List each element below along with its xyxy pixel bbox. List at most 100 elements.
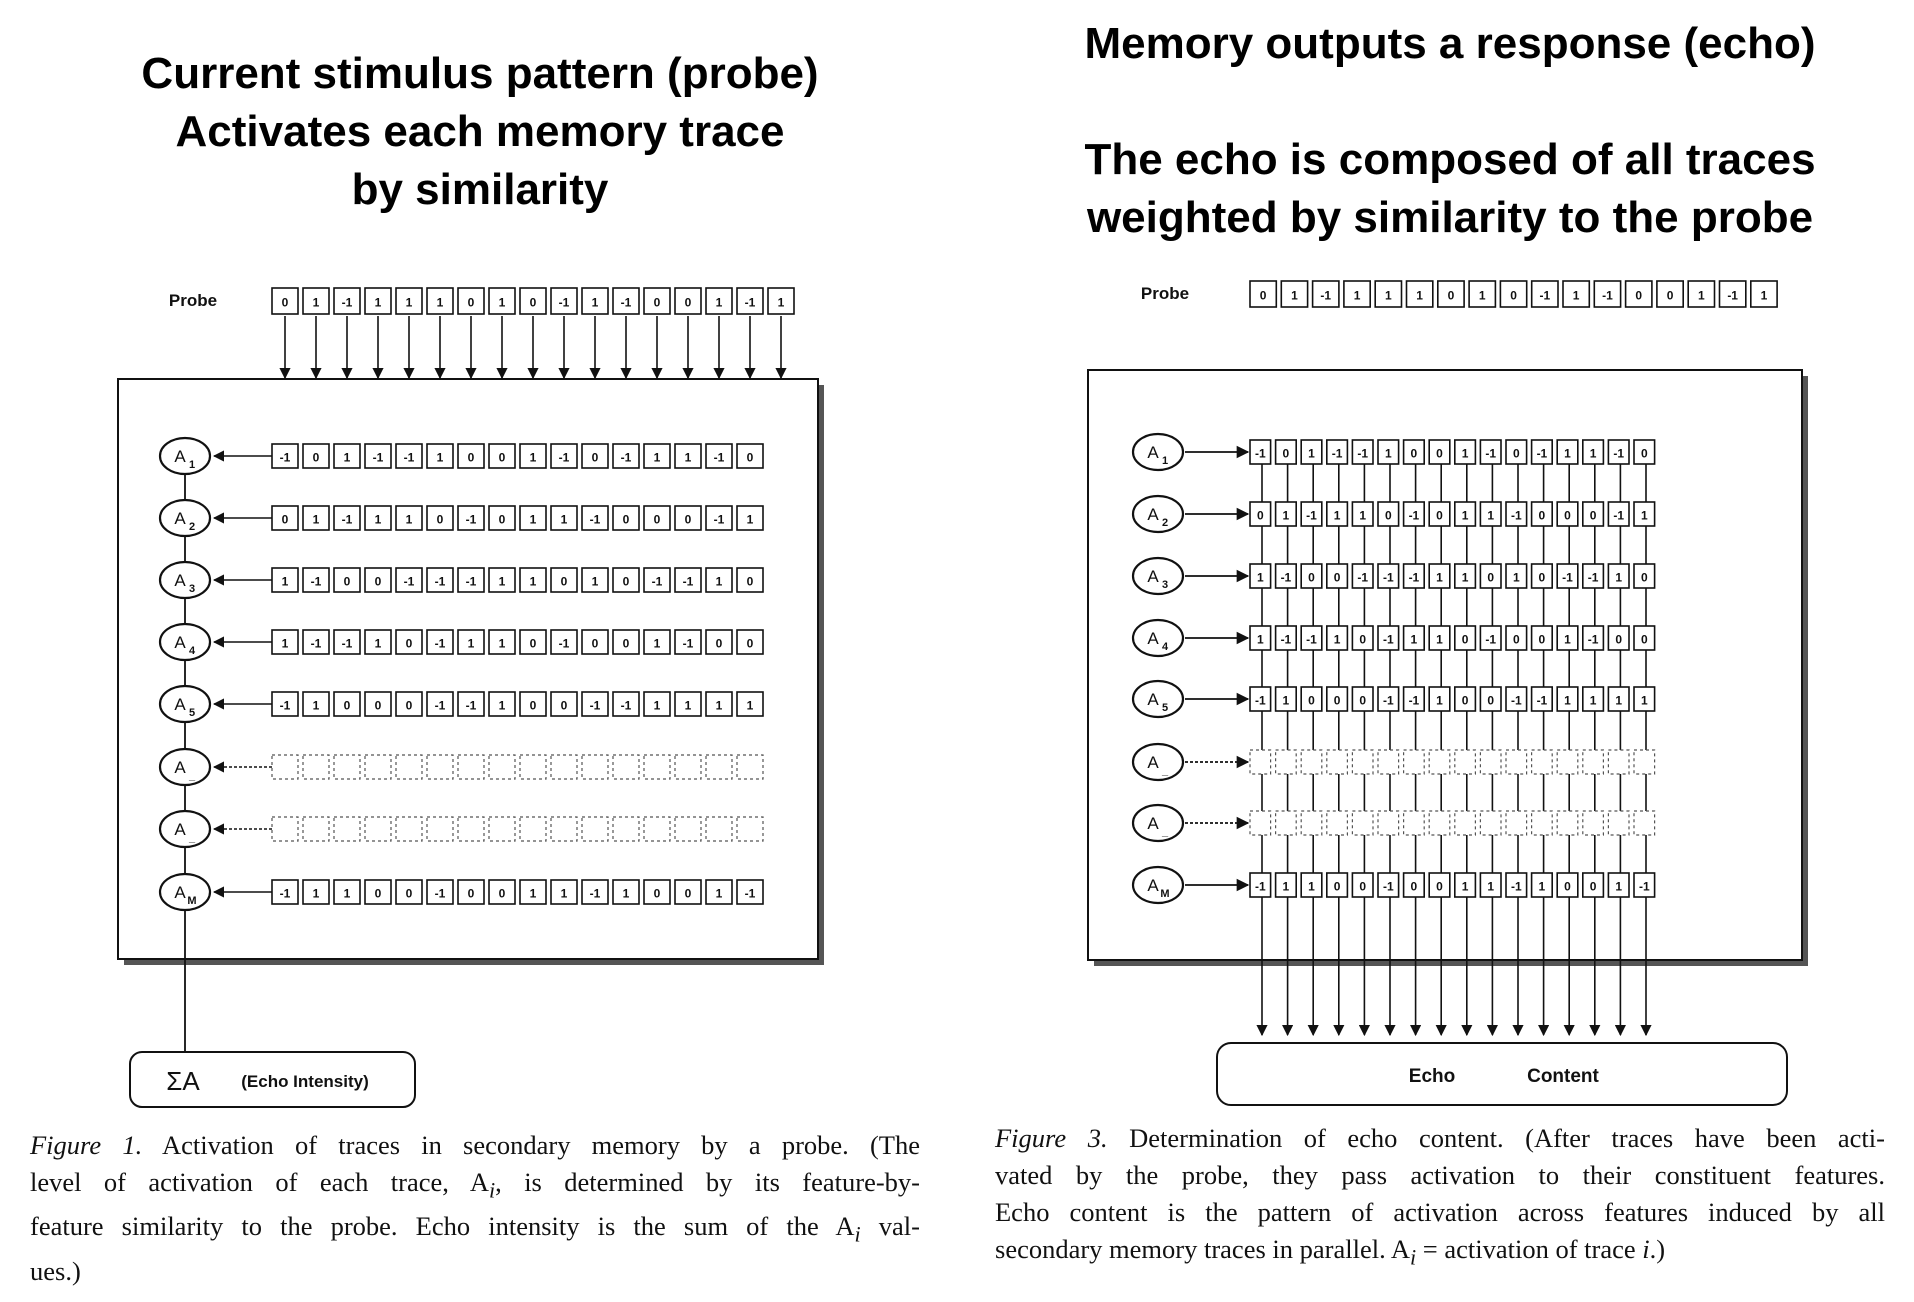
probe-right-cell [1437, 280, 1465, 308]
trace-left-cell [457, 879, 485, 905]
trace-right-cell [1274, 686, 1297, 712]
activation-node [1131, 679, 1185, 719]
trace-left-cell [643, 443, 671, 469]
trace-right-cell-value: 0 [1385, 508, 1392, 522]
trace-left-cell [612, 754, 640, 780]
activation-node-right: A_ [1131, 742, 1185, 782]
probe-left-cell [395, 287, 423, 315]
trace-left-cell-value: 0 [592, 636, 599, 650]
trace-left-cell [426, 816, 454, 842]
caption-subscript: i [1410, 1244, 1417, 1270]
activation-subscript: 2 [1162, 517, 1168, 529]
trace-left-cell [643, 629, 671, 655]
trace-right-cell [1428, 439, 1451, 465]
trace-left-cell [395, 567, 423, 593]
left-heading-line-1: Current stimulus pattern (probe) [141, 49, 819, 98]
probe-right-cell [1687, 280, 1716, 308]
trace-right-cell-value: 1 [1462, 446, 1469, 460]
trace-left-cell-value: 1 [716, 574, 723, 588]
probe-left-cell-value: -1 [621, 296, 632, 310]
probe-right-cell [1468, 280, 1497, 308]
trace-right-cell-value: 0 [1283, 446, 1290, 460]
trace-right-cell [1454, 872, 1477, 898]
trace-right-cell-value: 1 [1590, 693, 1597, 707]
trace-right-cell-value: -1 [1357, 446, 1368, 460]
trace-right-cell [1556, 439, 1579, 465]
trace-right-cell-value: 1 [1308, 879, 1315, 893]
trace-left-cell-value: 1 [561, 512, 568, 526]
trace-right-cell-value: 0 [1513, 632, 1520, 646]
probe-label: Probe [1141, 284, 1189, 303]
trace-left-cell [674, 691, 702, 717]
trace-left-cell [302, 629, 330, 655]
probe-left-cell [674, 287, 702, 315]
trace-left-cell-value: 0 [344, 574, 351, 588]
trace-left-cell-value: -1 [714, 512, 725, 526]
trace-right-cell-value: -1 [1255, 446, 1266, 460]
trace-left-cell-value: -1 [621, 698, 632, 712]
trace-right-cell [1402, 872, 1425, 898]
activation-letter: A [174, 447, 186, 466]
trace-right-cell-value: 0 [1359, 693, 1366, 707]
trace-left-cell-value: 1 [654, 450, 661, 464]
trace-left-cell-value: -1 [590, 886, 601, 900]
trace-left-cell [333, 629, 361, 655]
caption-text: Activation of traces in secondary memory… [142, 1130, 920, 1160]
trace-right-cell-value: -1 [1281, 632, 1292, 646]
trace-left-row [271, 754, 764, 780]
trace-right-cell [1274, 872, 1297, 898]
activation-letter: A [1147, 690, 1159, 709]
trace-left-cell [426, 754, 454, 780]
trace-left-cell-value: 1 [654, 636, 661, 650]
trace-left-cell-value: 1 [592, 574, 599, 588]
probe-left-cell-value: -1 [559, 296, 570, 310]
activation-letter: A [1147, 876, 1159, 895]
trace-left-cell-value: -1 [280, 450, 291, 464]
trace-right-cell [1454, 810, 1477, 836]
trace-right-cell [1607, 625, 1630, 651]
trace-right-cell [1582, 439, 1605, 465]
trace-right-cell [1633, 872, 1656, 898]
trace-right-cell-value: -1 [1383, 632, 1394, 646]
trace-right-cell [1300, 686, 1323, 712]
trace-left-cell [457, 691, 485, 717]
trace-right-cell [1249, 686, 1272, 712]
activation-letter: A [174, 820, 186, 839]
trace-right-cell-value: 0 [1436, 879, 1443, 893]
trace-left-cell-value: 1 [747, 512, 754, 526]
right-heading-line-1: Memory outputs a response (echo) [1084, 19, 1816, 68]
trace-right-cell-value: -1 [1255, 879, 1266, 893]
trace-right-cell-value: 0 [1513, 446, 1520, 460]
trace-right-cell [1274, 810, 1297, 836]
trace-right-cell-value: 0 [1564, 879, 1571, 893]
trace-right-cell [1607, 872, 1630, 898]
trace-left-cell-value: 1 [685, 450, 692, 464]
probe-left-cell [767, 287, 795, 315]
trace-left-cell [519, 443, 547, 469]
trace-left-cell [271, 754, 299, 780]
trace-left-cell-value: 0 [375, 574, 382, 588]
caption-text: secondary memory traces in parallel. A [995, 1234, 1411, 1264]
trace-left-cell-value: -1 [311, 636, 322, 650]
trace-right-cell [1402, 563, 1425, 589]
trace-left-cell-value: 1 [530, 574, 537, 588]
trace-left-cell [364, 754, 392, 780]
trace-left-cell [426, 879, 454, 905]
probe-right-cell [1656, 280, 1685, 308]
trace-left-cell-value: 1 [716, 698, 723, 712]
trace-left-cell [736, 567, 764, 593]
activation-letter: A [174, 883, 186, 902]
trace-left-cell [674, 879, 702, 905]
trace-left-cell-value: 1 [468, 636, 475, 650]
trace-left-cell [736, 754, 764, 780]
probe-right-cell-value: 0 [1667, 289, 1674, 303]
trace-right-cell-value: -1 [1383, 570, 1394, 584]
trace-right-cell-value: 0 [1539, 508, 1546, 522]
trace-left-cell [736, 505, 764, 531]
trace-left-cell [457, 505, 485, 531]
figure-1-caption: Figure 1. Activation of traces in second… [30, 1127, 920, 1290]
trace-right-cell-value: 0 [1539, 570, 1546, 584]
trace-left-cell [395, 879, 423, 905]
